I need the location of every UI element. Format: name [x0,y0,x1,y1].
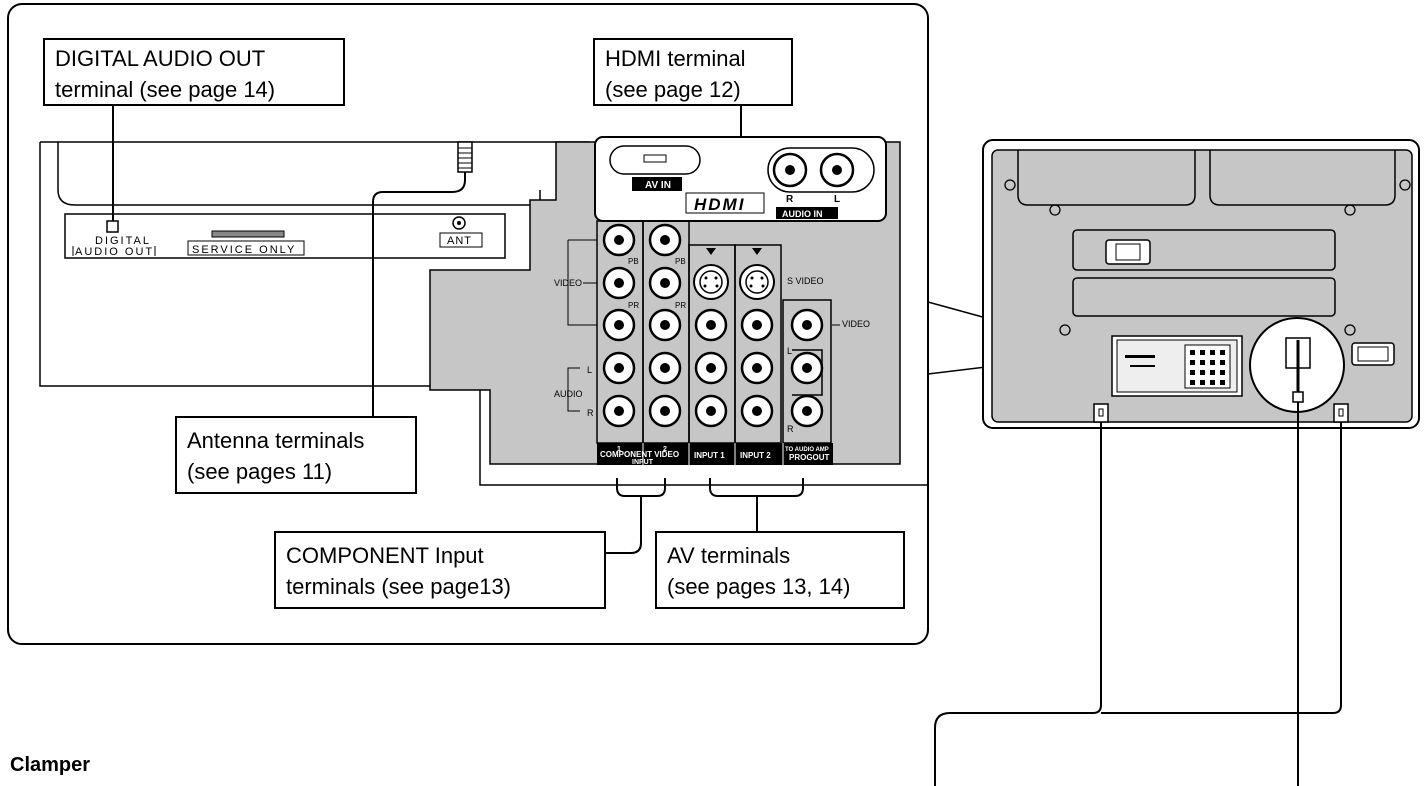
callout-line: (see pages 13, 14) [667,574,851,599]
av-in-label: AV IN [645,180,671,191]
component-leader [605,496,642,554]
callout-line: AV terminals [667,543,791,568]
clamper-leader-left [934,422,1102,786]
audio-l-label: L [587,365,592,375]
ant-label: ANT [447,235,472,247]
pr-label-1: PR [628,301,639,310]
service-port [211,230,285,238]
service-only-box [187,240,305,256]
digital-audio-out-callout: DIGITAL AUDIO OUT terminal (see page 14) [43,38,345,106]
component1-number: 1 [617,446,621,453]
ant-label-box [439,232,483,248]
callout-line: terminals (see page13) [286,574,512,599]
digital-audio-out-jack [106,220,119,233]
digital-label: DIGITAL [95,235,151,247]
hdmi-logo-box [685,192,765,214]
audio-in-l-label: L [834,194,840,205]
callout-line: terminal (see page 14) [55,77,276,102]
pb-label-2: PB [675,257,686,266]
component-video-label: COMPONENT VIDEO [600,450,679,459]
antenna-callout: Antenna terminals (see pages 11) [175,416,417,494]
callout-line: (see pages 11) [187,459,333,484]
audio-r-label: R [587,408,594,418]
s-video-label: S VIDEO [787,276,824,286]
callout-line: COMPONENT Input [286,543,484,568]
callout-line: DIGITAL AUDIO OUT [55,46,266,71]
service-only-label: SERVICE ONLY [192,244,296,256]
clamper-leader-right [1101,422,1342,714]
pr-label-2: PR [675,301,686,310]
audio-in-label: AUDIO IN [782,209,823,219]
component2-number: 2 [663,446,667,453]
input2-label: INPUT 2 [740,451,771,460]
to-audio-amp-label: TO AUDIO AMP [785,447,829,453]
pb-label-1: PB [628,257,639,266]
hdmi-callout: HDMI terminal (see page 12) [593,38,793,106]
progout-l-label: L [787,346,792,356]
input1-label: INPUT 1 [694,451,725,460]
audio-in-badge [776,207,838,219]
lower-terminal-strip [64,213,506,259]
clamper-heading: Clamper [10,754,91,776]
callout-line: (see page 12) [605,77,741,102]
hdmi-logo: HDMI [694,195,745,214]
callout-line: Antenna terminals [187,428,365,453]
progout-r-label: R [787,424,794,434]
av-callout: AV terminals (see pages 13, 14) [655,531,905,609]
audio-out-label: AUDIO OUT [75,246,154,258]
progout-video-label: VIDEO [842,319,870,329]
component-callout: COMPONENT Input terminals (see page13) [274,531,606,609]
column-label-strip [597,443,833,465]
progout-label: PROGOUT [789,453,830,462]
av-in-badge [632,177,682,191]
s-video-jacks [693,248,775,300]
rear-panel [39,141,928,486]
antenna-cable [372,141,473,418]
audio-in-r-label: R [786,194,794,205]
tv-rear-view [982,139,1420,429]
callout-line: HDMI terminal [605,46,746,71]
rca-jacks [602,223,824,428]
